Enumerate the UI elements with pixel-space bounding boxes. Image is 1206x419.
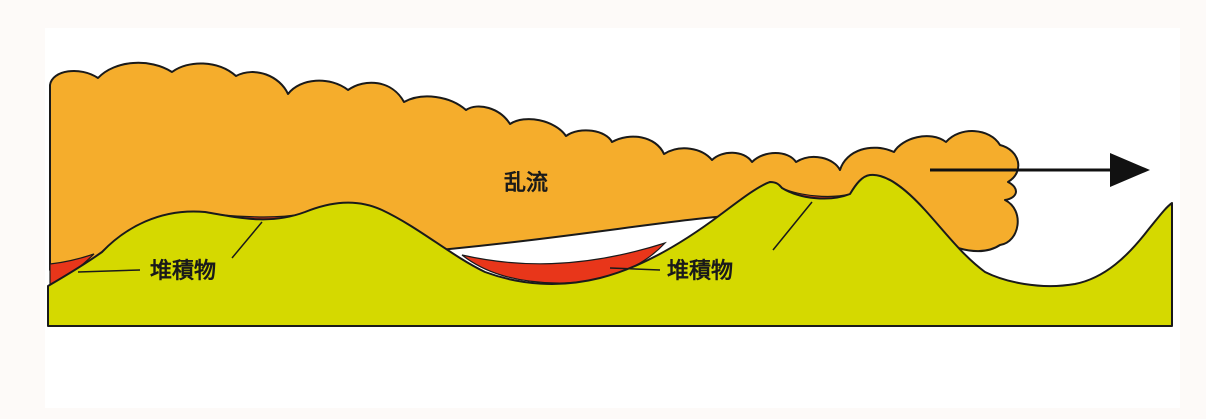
leader-line-left-2 (231, 221, 263, 259)
arrow-right-icon (930, 153, 1150, 187)
leader-line-right-1 (609, 267, 661, 271)
label-turbulent-flow: 乱流 (504, 170, 548, 196)
label-deposit-left: 堆積物 (150, 258, 216, 284)
label-deposit-right: 堆積物 (667, 258, 733, 284)
leader-line-left-1 (77, 269, 141, 273)
ground-seafloor (47, 173, 1173, 327)
leader-line-right-2 (772, 201, 813, 251)
